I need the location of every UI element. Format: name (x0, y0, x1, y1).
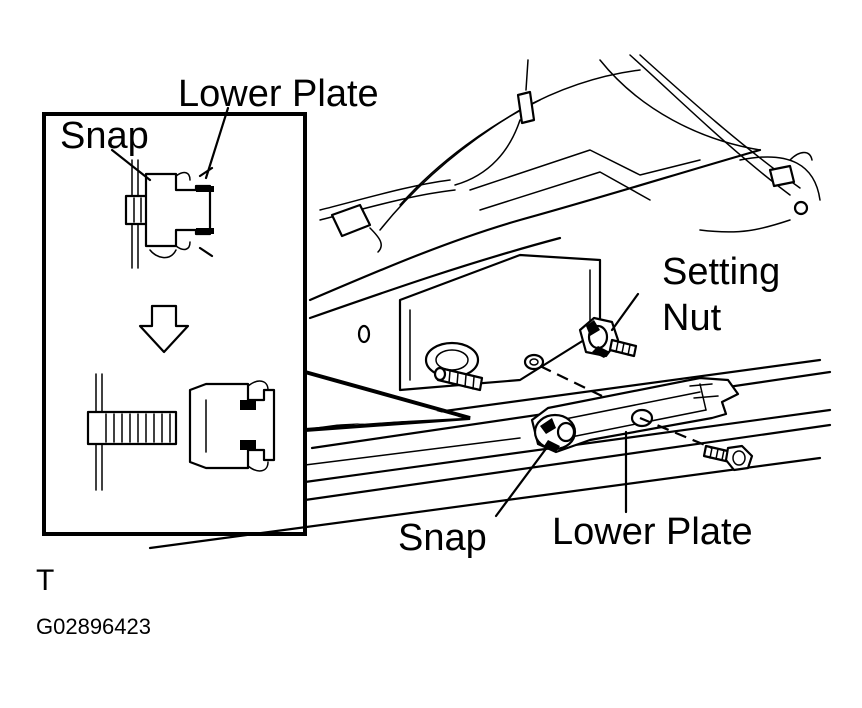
setting-nut-part (578, 316, 638, 358)
vehicle-body-panel (308, 54, 821, 392)
leader-inset-lower-plate (204, 106, 230, 180)
snap-label: Snap (398, 517, 487, 559)
leader-snap (494, 444, 550, 518)
lower-plate-part (530, 376, 740, 454)
detail-inset (42, 106, 471, 536)
inset-assembled-detail (124, 159, 214, 269)
mounting-bolt-part (702, 444, 754, 472)
lower-plate-label: Lower Plate (552, 511, 753, 553)
inset-separated-detail (86, 373, 276, 491)
corner-mark: T (36, 564, 54, 597)
alignment-line-nut (539, 365, 603, 397)
leader-inset-snap (110, 148, 152, 182)
leader-setting-nut (610, 292, 640, 332)
down-arrow-icon (138, 304, 190, 354)
setting-nut-label-line2: Nut (662, 297, 722, 339)
figure-id: G02896423 (36, 614, 151, 639)
inset-snap-label: Snap (60, 115, 149, 157)
alignment-line-bolt (639, 416, 713, 450)
inset-lower-plate-label: Lower Plate (178, 73, 379, 115)
setting-nut-label-line1: Setting (662, 251, 780, 293)
